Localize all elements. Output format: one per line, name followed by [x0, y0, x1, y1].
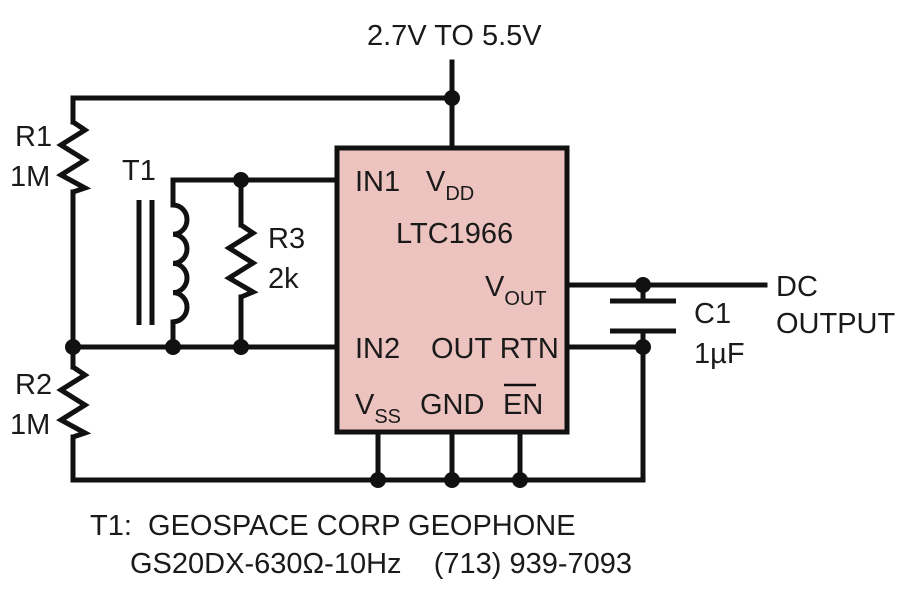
c1-capacitor — [610, 298, 676, 334]
c1-ref-label: C1 — [694, 298, 731, 330]
r2-resistor — [56, 364, 92, 440]
pin-in1-label: IN1 — [355, 166, 400, 198]
pin-vdd-label: VDD — [426, 166, 474, 205]
footnote-line2: GS20DX-630Ω-10Hz (713) 939-7093 — [130, 548, 632, 580]
junction-dots — [65, 90, 651, 488]
pin-en-label: EN — [503, 389, 543, 421]
r2-ref-label: R2 — [15, 369, 52, 401]
r3-value-label: 2k — [268, 263, 299, 295]
r1-value-label: 1M — [10, 161, 50, 193]
t1-ref-label: T1 — [122, 155, 156, 187]
pin-in2-label: IN2 — [355, 333, 400, 365]
r2-value-label: 1M — [10, 409, 50, 441]
pin-out-rtn-label: OUT RTN — [431, 333, 559, 365]
footnote-line1: T1: GEOSPACE CORP GEOPHONE — [90, 510, 576, 542]
c1-value-label: 1µF — [694, 338, 745, 370]
r1-ref-label: R1 — [15, 121, 52, 153]
pin-vss-label: VSS — [355, 389, 401, 428]
pin-vout-label: VOUT — [485, 271, 547, 310]
ic-part-label: LTC1966 — [396, 218, 513, 250]
r3-resistor — [224, 222, 259, 300]
t1-transformer — [136, 200, 190, 325]
output-label-line1: DC — [776, 271, 818, 303]
pin-gnd-label: GND — [420, 389, 484, 421]
r3-ref-label: R3 — [268, 223, 305, 255]
output-label-line2: OUTPUT — [776, 308, 896, 340]
r1-resistor — [56, 119, 92, 195]
supply-label: 2.7V TO 5.5V — [367, 20, 542, 52]
